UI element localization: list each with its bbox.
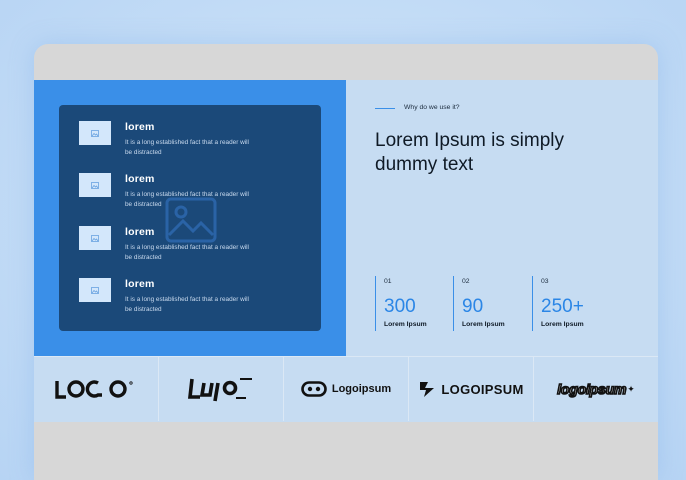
stat-divider — [453, 276, 454, 331]
loqo-wordmark-logo — [55, 380, 133, 399]
feature-thumbnail — [79, 121, 111, 145]
stat-value: 300 — [384, 296, 416, 317]
image-icon — [91, 129, 99, 137]
feature-thumbnail — [79, 226, 111, 250]
pill-logo-icon — [301, 381, 327, 397]
feature-title: lorem — [125, 226, 155, 238]
stat-value: 250+ — [541, 296, 584, 317]
hero-right-panel: Why do we use it? Lorem Ipsum is simply … — [346, 80, 658, 356]
logo-cell — [34, 356, 159, 421]
logo-cell — [159, 356, 284, 421]
italic-wordmark-logo: logoipsum — [556, 380, 627, 398]
image-icon — [91, 181, 99, 189]
stat-number: 01 — [384, 278, 392, 285]
logo-wordmark: LOGOIPSUM — [441, 381, 524, 397]
image-icon — [91, 286, 99, 294]
feature-description: It is a long established fact that a rea… — [125, 244, 249, 261]
feature-title: lorem — [125, 173, 155, 185]
bottom-section — [34, 422, 658, 480]
logo-cell: logoipsum ✦ — [534, 356, 658, 421]
stat-divider — [532, 276, 533, 331]
logo-cell: LOGOIPSUM — [409, 356, 534, 421]
stat-number: 02 — [462, 278, 470, 285]
feature-title: lorem — [125, 278, 155, 290]
feature-item[interactable]: lorem It is a long established fact that… — [79, 173, 309, 213]
feature-item[interactable]: lorem It is a long established fact that… — [79, 226, 309, 266]
stat-label: Lorem Ipsum — [541, 321, 584, 328]
feature-description: It is a long established fact that a rea… — [125, 191, 249, 208]
feature-card: lorem It is a long established fact that… — [59, 105, 321, 331]
hero-headline: Lorem Ipsum is simply dummy text — [375, 130, 564, 175]
stat-value: 90 — [462, 296, 484, 317]
feature-item[interactable]: lorem It is a long established fact that… — [79, 278, 309, 318]
eyebrow-divider — [375, 108, 395, 109]
browser-window: lorem It is a long established fact that… — [34, 44, 658, 480]
stat-number: 03 — [541, 278, 549, 285]
eyebrow-text: Why do we use it? — [404, 104, 460, 111]
stat-item: 02 90 Lorem Ipsum — [453, 276, 531, 332]
feature-description: It is a long established fact that a rea… — [125, 139, 249, 156]
logo-strip: Logoipsum LOGOIPSUM logoipsum ✦ — [34, 356, 658, 422]
feature-description: It is a long established fact that a rea… — [125, 296, 249, 313]
image-placeholder-icon — [165, 197, 217, 243]
feature-thumbnail — [79, 278, 111, 302]
logo-wordmark: Logoipsum — [331, 383, 392, 395]
hero-section: lorem It is a long established fact that… — [34, 80, 658, 356]
feature-title: lorem — [125, 121, 155, 133]
stat-label: Lorem Ipsum — [462, 321, 505, 328]
star-icon: ✦ — [627, 383, 635, 394]
image-icon — [91, 234, 99, 242]
script-wordmark-logo — [188, 378, 252, 402]
feature-item[interactable]: lorem It is a long established fact that… — [79, 121, 309, 161]
stat-item: 03 250+ Lorem Ipsum — [532, 276, 610, 332]
stat-divider — [375, 276, 376, 331]
feature-thumbnail — [79, 173, 111, 197]
stat-item: 01 300 Lorem Ipsum — [375, 276, 453, 332]
stat-label: Lorem Ipsum — [384, 321, 427, 328]
hero-left-panel: lorem It is a long established fact that… — [34, 80, 346, 356]
logo-cell: Logoipsum — [284, 356, 409, 421]
bolt-logo-icon — [420, 382, 435, 397]
